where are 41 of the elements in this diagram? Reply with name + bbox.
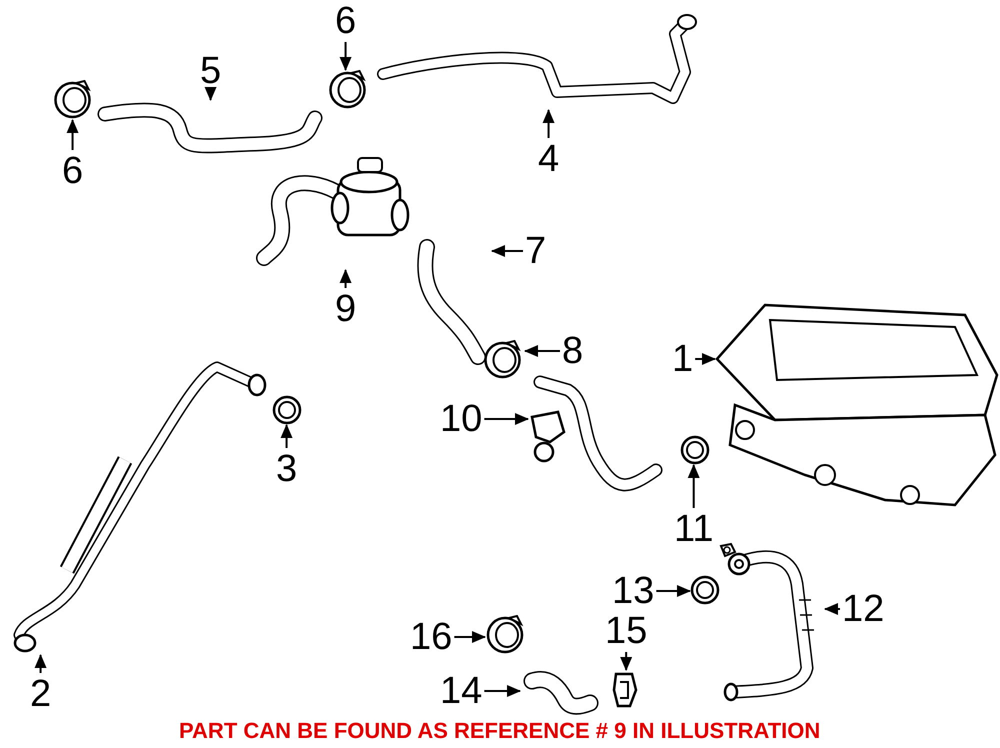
- hose-drawing: [95, 100, 325, 155]
- callout-number: 4: [538, 140, 560, 178]
- hose-clamp-drawing: [485, 615, 525, 655]
- callout-number: 1: [672, 340, 694, 378]
- leader-arrow: [484, 685, 521, 697]
- callout-number: 10: [440, 400, 482, 438]
- callout-number: 2: [30, 675, 52, 713]
- leader-arrow: [204, 87, 217, 101]
- callout-number: 5: [200, 52, 222, 90]
- callout-number: 6: [335, 2, 356, 40]
- leader-arrow: [340, 269, 352, 288]
- callout-number: 16: [410, 618, 452, 656]
- leader-arrow: [454, 631, 486, 643]
- leader-arrow: [34, 654, 47, 673]
- callout-number: 7: [525, 232, 546, 270]
- callout-number: 3: [276, 450, 298, 488]
- callout-number: 14: [440, 672, 482, 710]
- leader-arrow: [824, 603, 840, 615]
- callout-number: 15: [605, 612, 648, 650]
- leader-arrow: [484, 413, 529, 425]
- leader-arrow: [542, 109, 555, 138]
- callout-number: 9: [335, 290, 356, 328]
- leader-arrow: [66, 119, 79, 150]
- callout-number: 13: [612, 572, 654, 610]
- leader-arrow: [656, 585, 691, 597]
- leader-arrow: [688, 464, 700, 508]
- leader-arrow: [340, 42, 352, 71]
- leader-arrow: [524, 345, 560, 357]
- leader-arrow: [491, 245, 523, 257]
- clip-drawing: [610, 670, 640, 710]
- note-text: PART CAN BE FOUND AS REFERENCE # 9 IN ILLUSTRATION: [179, 720, 820, 742]
- leader-arrow: [280, 424, 293, 448]
- o-ring-drawing: [690, 575, 720, 605]
- callout-number: 12: [842, 590, 884, 628]
- o-ring-drawing: [272, 395, 302, 425]
- callout-number: 6: [62, 152, 84, 190]
- callout-number: 8: [562, 332, 584, 370]
- callout-number: 11: [674, 510, 714, 548]
- o-ring-drawing: [680, 435, 710, 465]
- leader-arrow: [695, 353, 716, 365]
- leader-arrow: [620, 652, 632, 671]
